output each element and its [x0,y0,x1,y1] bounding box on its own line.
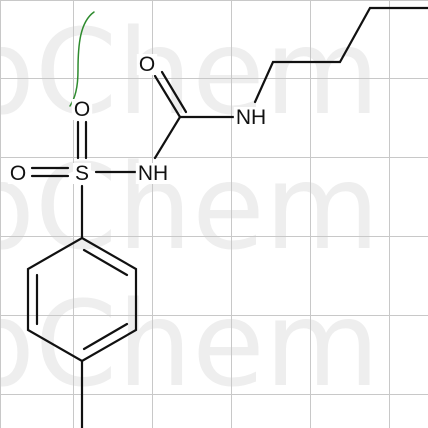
atom-label-backdrop [72,163,92,184]
atom-label-sulfonyl-oxygen-top: O [74,98,90,121]
atom-label-backdrop [233,107,269,128]
carbonyl-double-bond-a [153,74,182,119]
hand-drawn-annotation-stroke [69,11,95,107]
atom-label-backdrop [135,163,171,184]
ring-inner-bond-a [82,248,129,277]
ring-inner-bond-b [82,322,129,351]
atom-label-sulfonyl-oxygen-left: O [10,162,26,185]
atom-label-backdrop [71,99,93,120]
watermark-row-2: pChem [0,138,380,276]
watermark-row-3: pChem [0,275,380,413]
bonds [26,6,428,428]
atom-label-backdrop [7,163,29,184]
atom-label-carbonyl-oxygen: O [139,53,155,76]
atom-label-sulfonamide-nitrogen: NH [138,162,168,185]
bond-carbonyl-nh [153,115,182,160]
atom-label-backdrop [136,54,158,75]
butyl-chain [253,6,428,104]
carbonyl-double-bond-b [160,70,188,114]
watermark: pChem pChem pChem [0,3,380,413]
atom-label-sulfur: S [75,162,89,185]
benzene-ring [26,236,138,363]
atom-labels: O NH O O S NH [7,53,269,185]
atom-label-urea-nitrogen: NH [236,106,266,129]
